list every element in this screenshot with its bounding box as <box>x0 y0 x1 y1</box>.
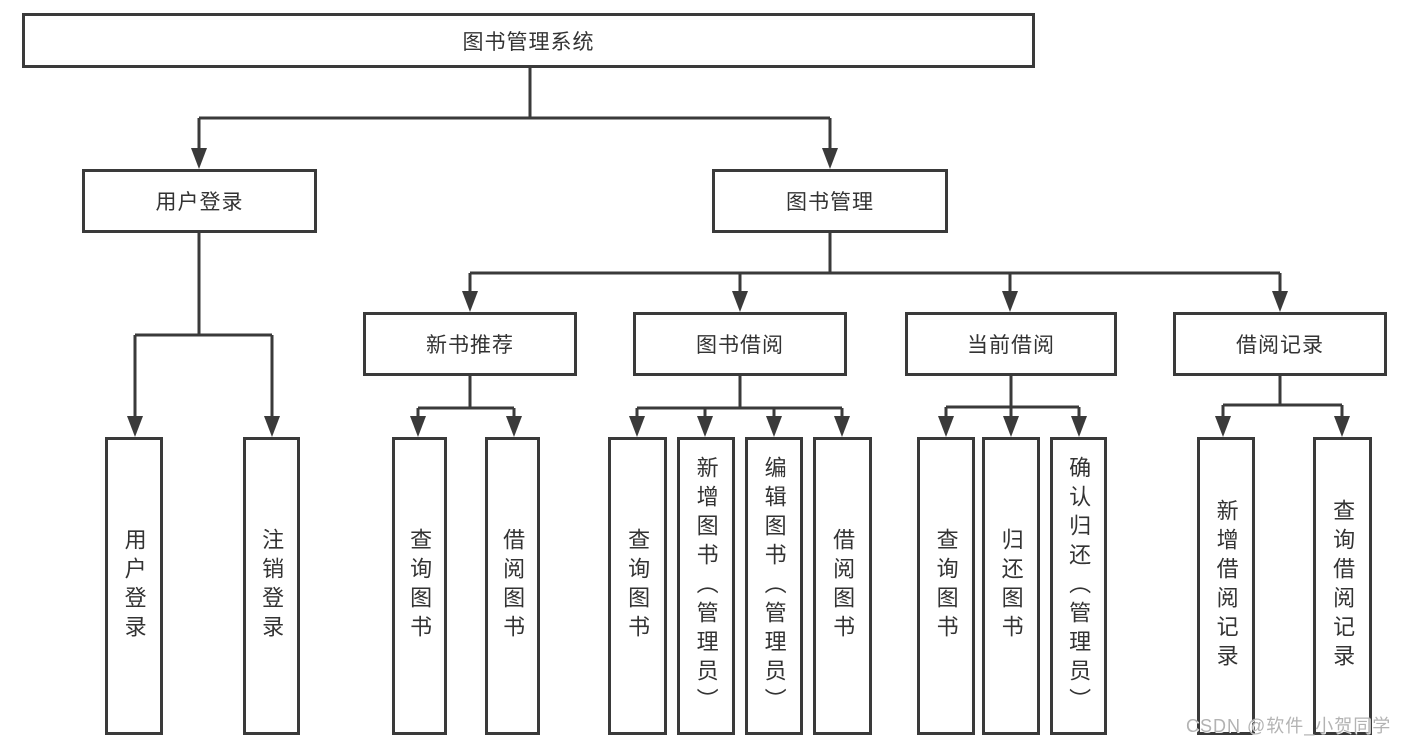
node-borrow-books: 借阅图书 <box>813 437 872 735</box>
node-current-query-books: 查询图书 <box>917 437 975 735</box>
node-logout: 注销登录 <box>243 437 300 735</box>
node-edit-books-admin: 编辑图书（管理员） <box>745 437 803 735</box>
node-recommend-query-books: 查询图书 <box>392 437 447 735</box>
node-book-borrow: 图书借阅 <box>633 312 847 376</box>
node-user-login-group: 用户登录 <box>82 169 317 233</box>
node-borrow-query-books: 查询图书 <box>608 437 667 735</box>
node-library-management-system: 图书管理系统 <box>22 13 1035 68</box>
node-add-books-admin: 新增图书（管理员） <box>677 437 735 735</box>
node-return-books: 归还图书 <box>982 437 1040 735</box>
node-new-book-recommend: 新书推荐 <box>363 312 577 376</box>
node-recommend-borrow-books: 借阅图书 <box>485 437 540 735</box>
node-book-management-group: 图书管理 <box>712 169 948 233</box>
node-borrow-records: 借阅记录 <box>1173 312 1387 376</box>
node-confirm-return-admin: 确认归还（管理员） <box>1050 437 1107 735</box>
node-query-borrow-record: 查询借阅记录 <box>1313 437 1372 735</box>
csdn-watermark: CSDN @软件_小贺同学 <box>1186 716 1392 736</box>
node-current-borrow: 当前借阅 <box>905 312 1117 376</box>
node-add-borrow-record: 新增借阅记录 <box>1197 437 1255 735</box>
arrowhead-icons <box>127 148 1350 437</box>
node-user-login: 用户登录 <box>105 437 163 735</box>
